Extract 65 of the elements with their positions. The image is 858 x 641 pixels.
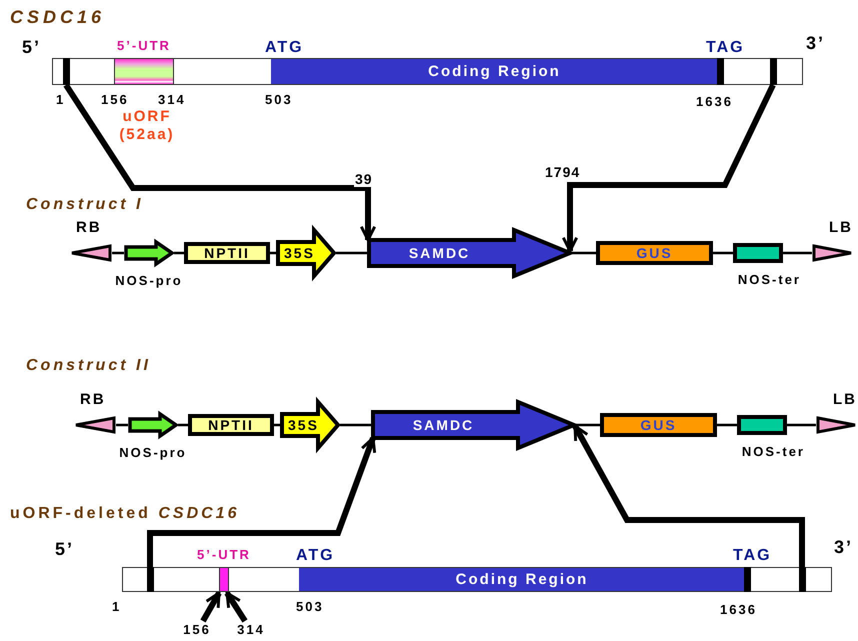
strand-end-label: 5’	[55, 540, 74, 558]
connector-line	[783, 252, 812, 254]
connector-line	[713, 252, 733, 254]
position-number: 314	[234, 622, 268, 638]
uorf-note: uORF (52aa)	[118, 108, 176, 144]
region-label: 5’-UTR	[117, 39, 171, 52]
gene-title: CSDC16	[10, 8, 106, 26]
strand-end-label: 3’	[834, 538, 854, 556]
connector-line	[717, 424, 737, 426]
region-label: 5’-UTR	[197, 548, 251, 561]
position-number: 156	[180, 622, 214, 638]
connector-line	[576, 424, 600, 426]
connector-line	[336, 252, 367, 254]
element-label: SAMDC	[408, 246, 470, 260]
position-number: 1	[112, 600, 122, 613]
gene-box: NPTII	[188, 414, 274, 436]
arrow	[63, 83, 376, 242]
gene-box: NPTII	[184, 242, 270, 264]
construct-title: Construct I	[26, 197, 144, 213]
codon-label: ATG	[296, 548, 335, 564]
arrow	[147, 436, 376, 567]
position-number: 1636	[696, 95, 733, 108]
connector-line	[787, 424, 816, 426]
element-label: NOS-pro	[119, 446, 187, 459]
arrow	[224, 591, 248, 623]
coding-region-bar: Coding Region	[299, 568, 745, 591]
connector-line	[572, 252, 596, 254]
edge-label: 39	[354, 171, 374, 187]
connector-line	[270, 252, 276, 254]
edge-label: 1794	[544, 164, 582, 180]
element-label: SAMDC	[412, 418, 474, 432]
connector-line	[274, 424, 280, 426]
position-number: 503	[296, 600, 324, 613]
position-number: 1	[56, 93, 66, 106]
border-label: RB	[80, 392, 106, 407]
codon-label: ATG	[265, 40, 304, 56]
connector-line	[178, 424, 188, 426]
connector-line	[340, 424, 371, 426]
element-label: 35S	[288, 418, 319, 432]
border-label: RB	[76, 220, 102, 235]
position-number: 1636	[720, 603, 757, 616]
border-label: LB	[833, 392, 857, 407]
strand-end-label: 5’	[22, 38, 42, 56]
position-number: 314	[158, 93, 186, 106]
strand-end-label: 3’	[806, 34, 826, 52]
connector-line	[174, 252, 184, 254]
gene-box: GUS	[596, 241, 713, 265]
codon-label: TAG	[733, 548, 772, 564]
element-label: NOS-pro	[115, 274, 183, 287]
codon-label: TAG	[706, 40, 745, 56]
connector-line	[116, 424, 128, 426]
element-label: NOS-ter	[742, 445, 805, 458]
position-number: 503	[265, 93, 293, 106]
coding-region-bar: Coding Region	[271, 59, 718, 84]
gene-box: GUS	[600, 413, 717, 437]
element-label: NOS-ter	[738, 273, 801, 286]
element-label: 35S	[284, 246, 315, 260]
connector-line	[112, 252, 124, 254]
arrow	[572, 424, 805, 567]
position-number: 156	[101, 93, 129, 106]
construct-title: Construct II	[26, 358, 151, 374]
arrow	[562, 84, 776, 252]
border-label: LB	[829, 220, 853, 235]
arrow	[200, 592, 222, 622]
gene-title: uORF-deleted CSDC16	[10, 506, 240, 522]
